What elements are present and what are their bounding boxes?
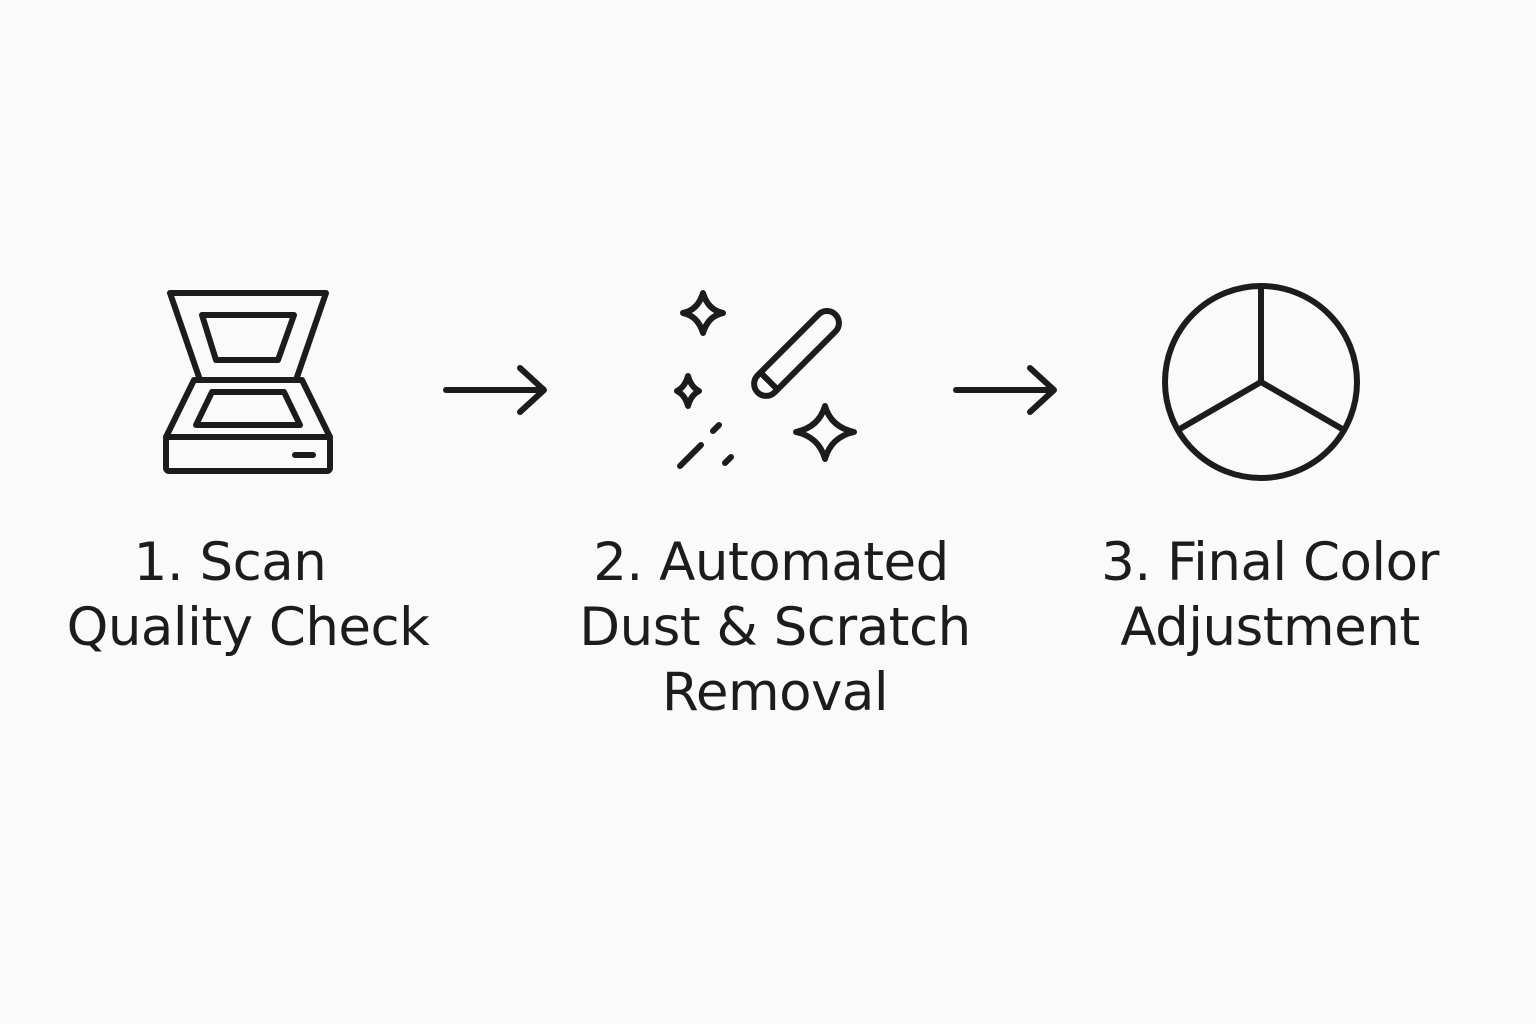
color-wheel-icon [1162,283,1360,481]
step-label-dust-scratch-removal: 2. Automated Dust & Scratch Removal [565,530,985,725]
step-label-final-color-adjustment: 3. Final Color Adjustment [1070,530,1470,660]
step-1-line-2: Quality Check [66,597,430,658]
step-2-line-3: Removal [661,662,889,723]
step-1-line-1: 1. Scan [133,532,327,593]
step-label-scan-quality-check: 1. Scan Quality Check [48,530,448,660]
arrow-right-icon [443,365,547,415]
step-2-line-1: 2. Automated [593,532,949,593]
step-3-line-1: 3. Final Color [1101,532,1439,593]
step-3-line-2: Adjustment [1120,597,1420,658]
arrow-right-icon [953,365,1057,415]
magic-wand-icon [674,290,857,469]
scanner-icon [163,290,333,474]
step-2-line-2: Dust & Scratch [579,597,971,658]
